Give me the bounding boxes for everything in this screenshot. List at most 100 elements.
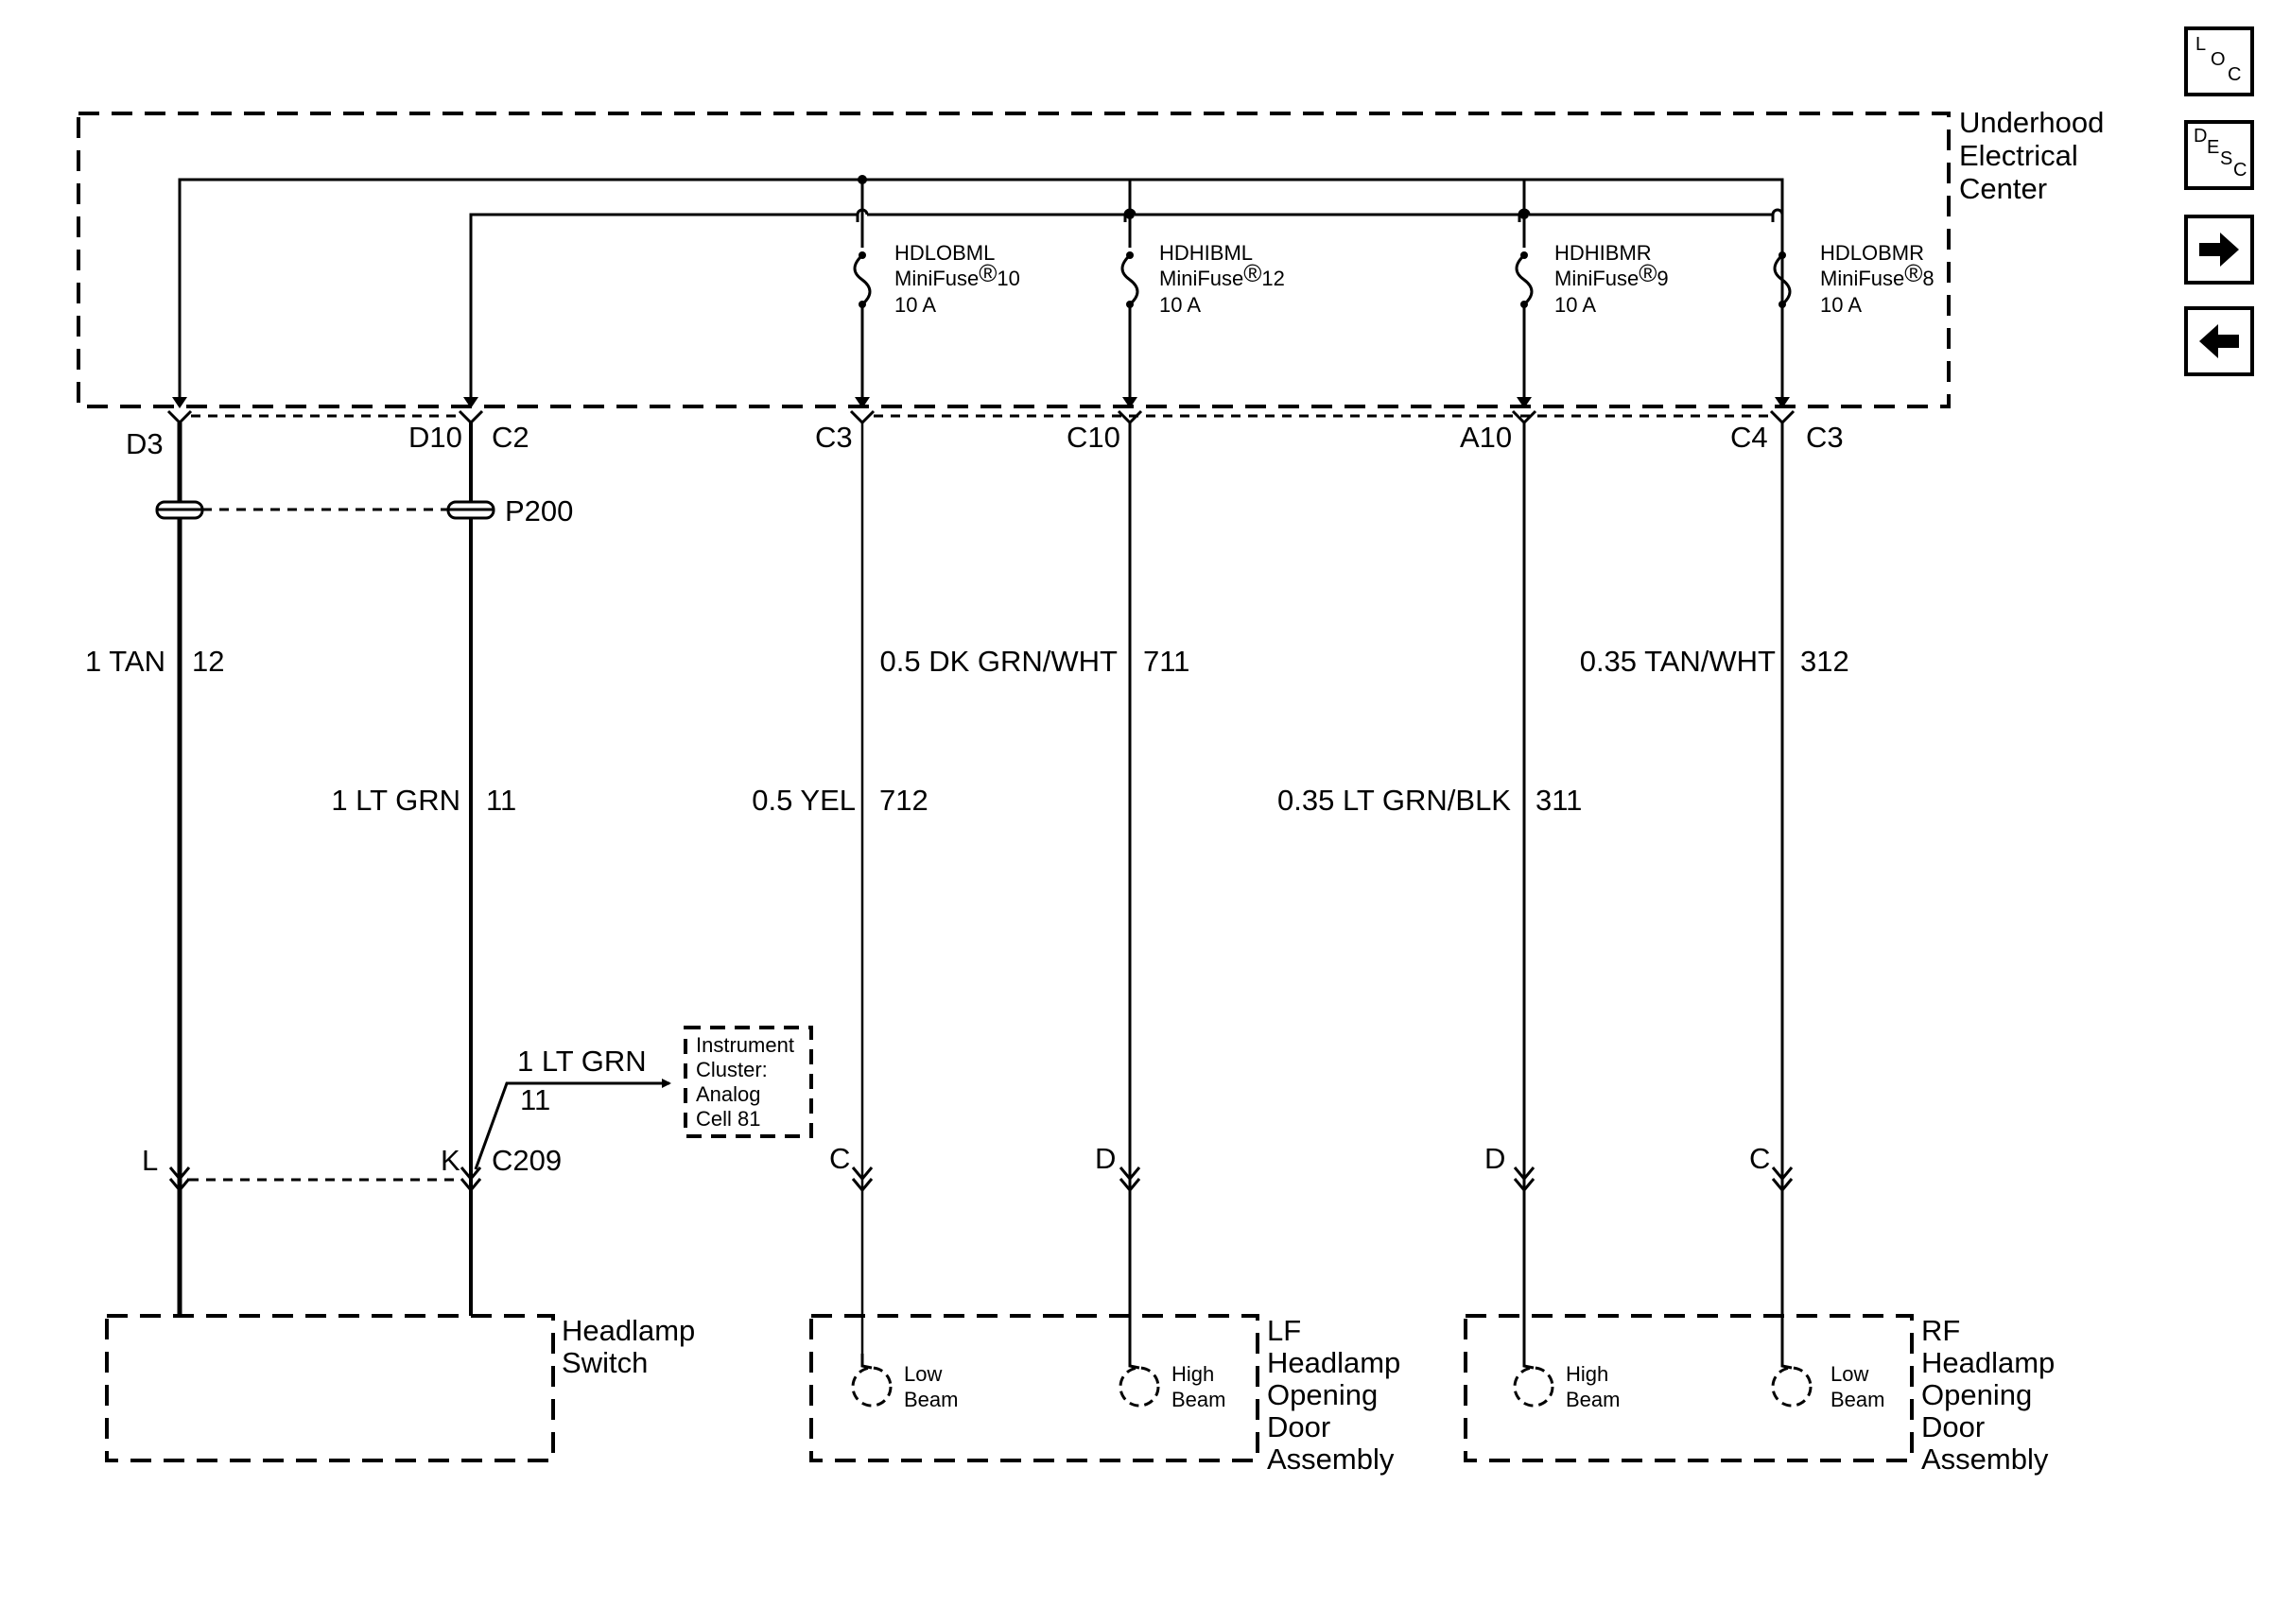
bus-junction [858, 175, 867, 184]
svg-text:High: High [1566, 1362, 1608, 1386]
lf-assembly-label: Door [1267, 1410, 1330, 1443]
rf-headlamp-assembly-box [1464, 1314, 1914, 1462]
branch-wire [474, 1079, 671, 1170]
back-button[interactable] [2184, 306, 2254, 376]
pin-d-right: D [1484, 1142, 1505, 1175]
fuse-type: MiniFuse®8 [1820, 259, 1935, 290]
bulb-rf-low: Low Beam [1771, 1354, 1884, 1411]
wire-circuit: 711 [1143, 645, 1189, 678]
uec-title-line3: Center [1959, 172, 2047, 205]
fuse-hdhibmr: HDHIBMR MiniFuse®9 10 A [1515, 241, 1669, 402]
lf-headlamp-assembly-box [809, 1314, 1259, 1462]
fuse-name: HDLOBML [894, 241, 995, 265]
wire-circuit: 311 [1536, 784, 1582, 817]
fuse-name: HDLOBMR [1820, 241, 1924, 265]
headlamp-switch-box [105, 1314, 555, 1462]
branch-wire-circuit: 11 [520, 1083, 550, 1116]
wire-color: 1 TAN [85, 645, 165, 678]
p200-splice [155, 500, 495, 520]
loc-button[interactable]: L O C [2184, 26, 2254, 96]
desc-letter: E [2207, 137, 2220, 158]
rf-assembly-label: Door [1921, 1410, 1985, 1443]
rf-assembly-label: Headlamp [1921, 1346, 2055, 1379]
wire-circuit: 712 [879, 784, 928, 817]
fuse-rating: 10 A [1554, 293, 1596, 317]
connector-c209: C209 [492, 1144, 562, 1177]
arrow-right-icon [2199, 233, 2239, 267]
bulb-lf-high: High Beam [1119, 1354, 1225, 1411]
wire-color: 0.35 LT GRN/BLK [1277, 784, 1511, 817]
loc-letter: L [2195, 34, 2207, 55]
loc-letter: C [2228, 64, 2242, 85]
pin-c-left: C [829, 1142, 850, 1175]
instrument-cluster-label: Cell 81 [696, 1107, 760, 1131]
fuse-rating: 10 A [894, 293, 936, 317]
svg-text:High: High [1171, 1362, 1214, 1386]
wire-circuit: 312 [1800, 645, 1849, 678]
connector-p200: P200 [505, 494, 573, 527]
desc-letter: D [2194, 126, 2208, 147]
pin-d-left: D [1095, 1142, 1116, 1175]
wire-color: 0.5 YEL [752, 784, 856, 817]
loc-letter: O [2211, 49, 2226, 70]
connector-d10: D10 [408, 421, 462, 454]
fuse-hdhibml: HDHIBML MiniFuse®12 10 A [1120, 241, 1285, 402]
desc-letter: C [2233, 160, 2247, 181]
uec-title-line1: Underhood [1959, 106, 2104, 139]
svg-text:Low: Low [1831, 1362, 1868, 1386]
headlamp-switch-label: Headlamp [562, 1314, 695, 1347]
fuse-type: MiniFuse®10 [894, 259, 1020, 290]
pin-c-right: C [1749, 1142, 1770, 1175]
desc-button[interactable]: D E S C [2184, 120, 2254, 190]
instrument-cluster-label: Cluster: [696, 1058, 768, 1081]
pin-l: L [142, 1144, 158, 1177]
bulb-rf-high: High Beam [1513, 1354, 1620, 1411]
connector-d3: D3 [126, 427, 164, 460]
vertical-wires [177, 423, 1784, 1354]
wire-color: 1 LT GRN [331, 784, 460, 817]
svg-text:Beam: Beam [1831, 1388, 1884, 1411]
fuse-rating: 10 A [1159, 293, 1201, 317]
wire-circuit: 11 [486, 784, 516, 817]
lf-assembly-label: Opening [1267, 1378, 1378, 1411]
fuse-rating: 10 A [1820, 293, 1862, 317]
wire-color: 0.35 TAN/WHT [1580, 645, 1776, 678]
connector-a10: A10 [1460, 421, 1512, 454]
wire-color: 0.5 DK GRN/WHT [880, 645, 1119, 678]
connector-c10: C10 [1067, 421, 1120, 454]
arrow-left-icon [2199, 324, 2239, 358]
forward-button[interactable] [2184, 215, 2254, 285]
fuse-name: HDHIBML [1159, 241, 1253, 265]
lf-assembly-label: LF [1267, 1314, 1301, 1347]
connector-chevrons-bottom [168, 1166, 1794, 1193]
wire-circuit: 12 [192, 645, 224, 678]
svg-text:Beam: Beam [1171, 1388, 1225, 1411]
lf-assembly-label: Headlamp [1267, 1346, 1400, 1379]
headlamp-switch-label: Switch [562, 1346, 648, 1379]
desc-letter: S [2220, 148, 2233, 169]
internal-bus [178, 178, 1784, 402]
connector-arrows-top [172, 397, 1790, 408]
connector-c4: C4 [1730, 421, 1768, 454]
uec-title-line2: Electrical [1959, 139, 2078, 172]
fuse-name: HDHIBMR [1554, 241, 1652, 265]
connector-c2: C2 [492, 421, 529, 454]
instrument-cluster-label: Instrument [696, 1033, 794, 1057]
rf-assembly-label: Opening [1921, 1378, 2032, 1411]
pin-k: K [441, 1144, 460, 1177]
instrument-cluster-label: Analog [696, 1082, 761, 1106]
underhood-electrical-center-box [77, 112, 1951, 408]
branch-wire-color: 1 LT GRN [517, 1045, 647, 1078]
rf-assembly-label: RF [1921, 1314, 1960, 1347]
connector-c3b: C3 [1806, 421, 1844, 454]
connector-c3: C3 [815, 421, 853, 454]
svg-text:Beam: Beam [1566, 1388, 1620, 1411]
svg-text:Beam: Beam [904, 1388, 958, 1411]
bulb-lf-low: Low Beam [851, 1354, 958, 1411]
fuse-type: MiniFuse®12 [1159, 259, 1285, 290]
lf-assembly-label: Assembly [1267, 1443, 1395, 1476]
fuse-hdlobml: HDLOBML MiniFuse®10 10 A [853, 241, 1020, 402]
instrument-cluster-box [684, 1026, 813, 1138]
fuse-type: MiniFuse®9 [1554, 259, 1669, 290]
